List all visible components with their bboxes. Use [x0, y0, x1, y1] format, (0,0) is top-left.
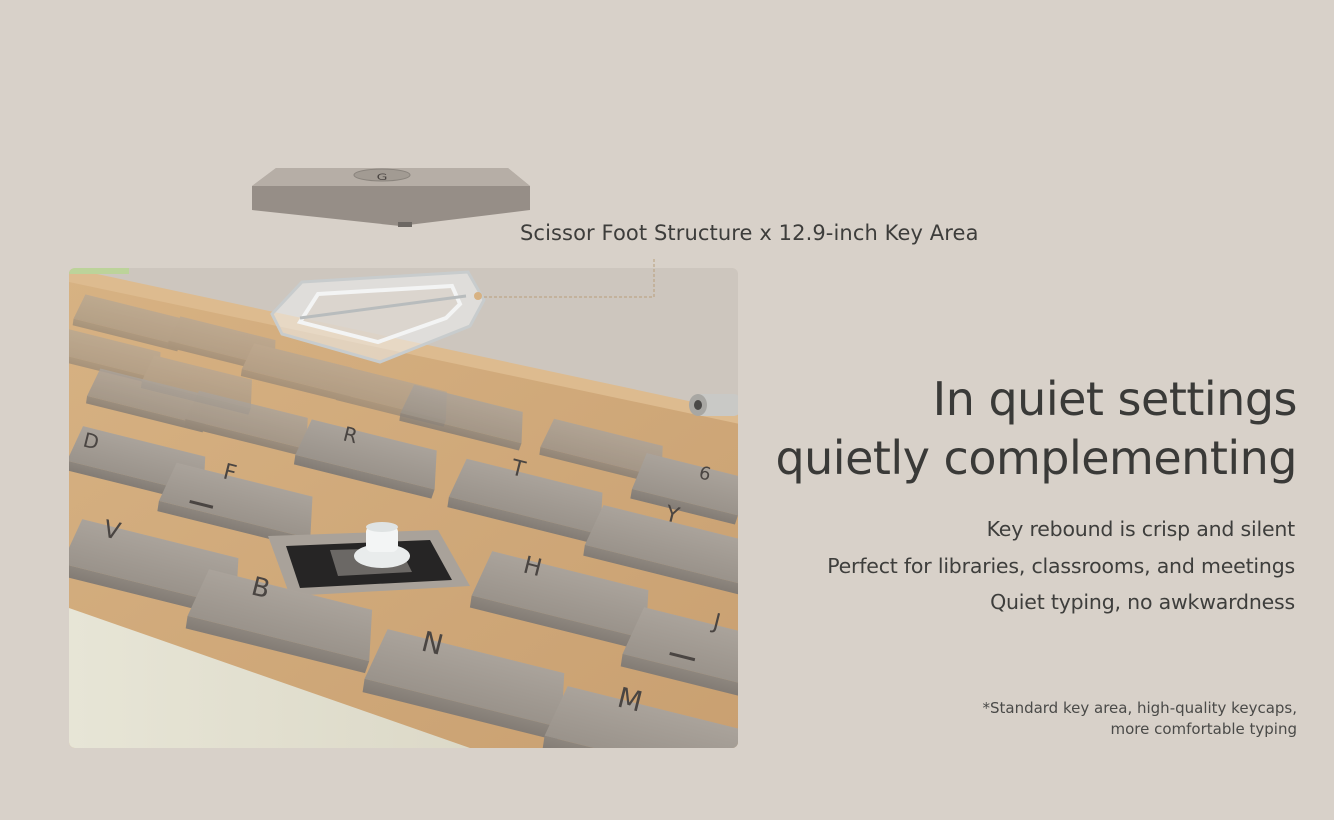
- headline-line-2: quietly complementing: [775, 431, 1297, 485]
- legend-y: Y: [662, 501, 683, 529]
- feature-list: Key rebound is crisp and silent Perfect …: [655, 511, 1295, 621]
- headline: In quiet settings quietly complementing: [657, 370, 1297, 488]
- legend-f: F: [221, 460, 239, 487]
- feature-item: Perfect for libraries, classrooms, and m…: [827, 553, 1295, 578]
- footnote: *Standard key area, high-quality keycaps…: [697, 698, 1297, 740]
- headline-line-1: In quiet settings: [932, 372, 1298, 426]
- callout-leader-line: [484, 258, 655, 298]
- callout-label: Scissor Foot Structure x 12.9-inch Key A…: [520, 221, 979, 245]
- legend-d: D: [81, 428, 102, 455]
- keycap-letter: G: [377, 172, 388, 182]
- scissor-mechanism: [270, 270, 486, 364]
- footnote-line-2: more comfortable typing: [1110, 720, 1297, 738]
- scissor-switch: [268, 522, 470, 596]
- footnote-line-1: *Standard key area, high-quality keycaps…: [982, 699, 1297, 717]
- floating-keycap: G: [252, 168, 530, 227]
- legend-r: R: [341, 422, 360, 449]
- feature-item: Quiet typing, no awkwardness: [990, 590, 1295, 614]
- legend-t: T: [508, 455, 529, 483]
- cable-plug: [689, 394, 738, 416]
- legend-6: 6: [697, 462, 713, 485]
- feature-item: Key rebound is crisp and silent: [986, 517, 1296, 541]
- legend-v: V: [101, 515, 124, 546]
- palm-rest: [69, 608, 470, 748]
